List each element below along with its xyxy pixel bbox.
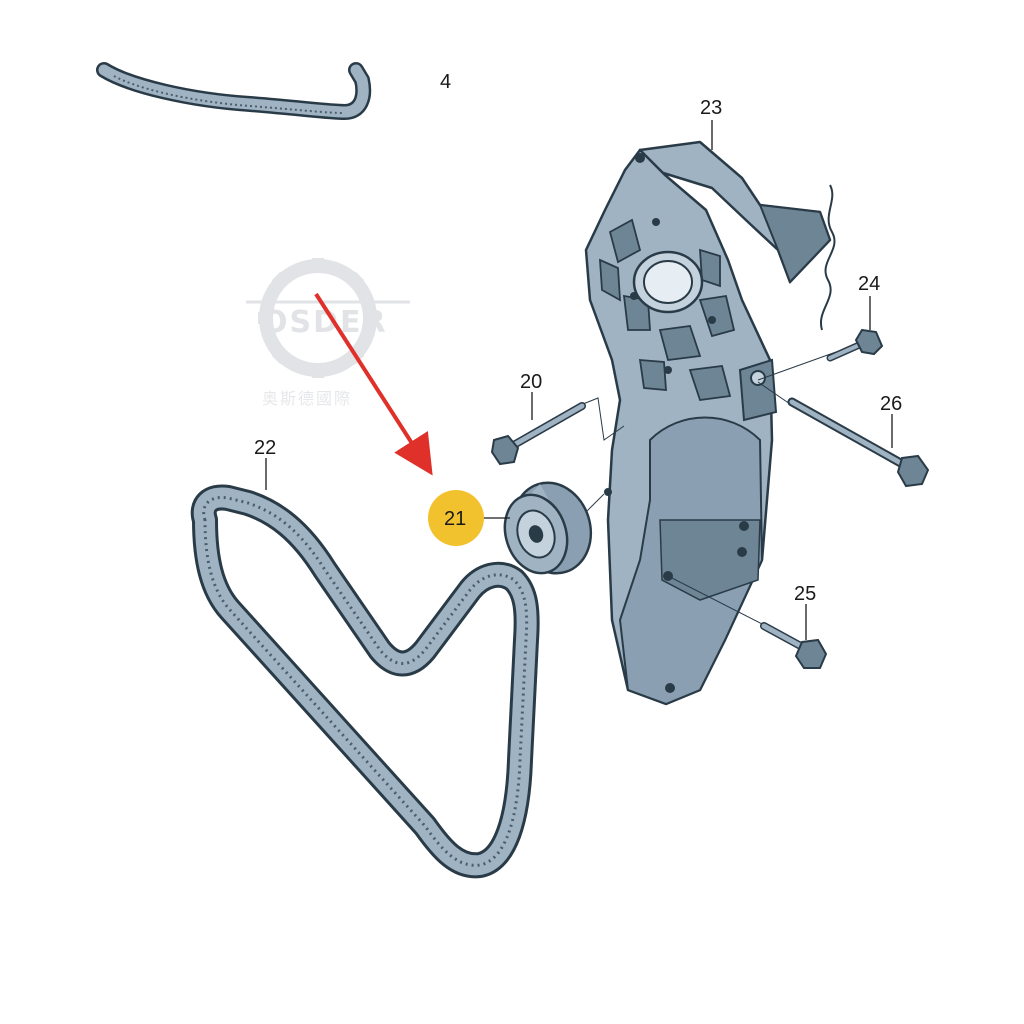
label-part-4: 4 — [440, 71, 451, 93]
bolt-left — [490, 402, 586, 466]
watermark-brand-cn: 奥斯德國際 — [262, 389, 352, 408]
idler-pulley — [503, 481, 593, 575]
watermark-brand: OSDER — [262, 305, 388, 340]
belt-large — [190, 484, 540, 879]
pointer-arrow — [314, 292, 433, 476]
bolt-top-right — [826, 328, 884, 362]
bracket — [584, 140, 836, 706]
label-part-20: 20 — [520, 371, 542, 393]
belt-top — [96, 62, 372, 121]
label-part-25: 25 — [794, 583, 816, 605]
bolt-bottom — [760, 622, 828, 669]
label-part-23: 23 — [700, 97, 722, 119]
label-part-22: 22 — [254, 437, 276, 459]
bolt-long — [787, 397, 930, 488]
label-part-26: 26 — [880, 393, 902, 415]
watermark-logo: OSDER 奥斯德國際 — [246, 258, 410, 408]
label-part-21: 21 — [444, 508, 466, 530]
label-part-24: 24 — [858, 273, 880, 295]
pulley-highlight — [428, 490, 484, 546]
